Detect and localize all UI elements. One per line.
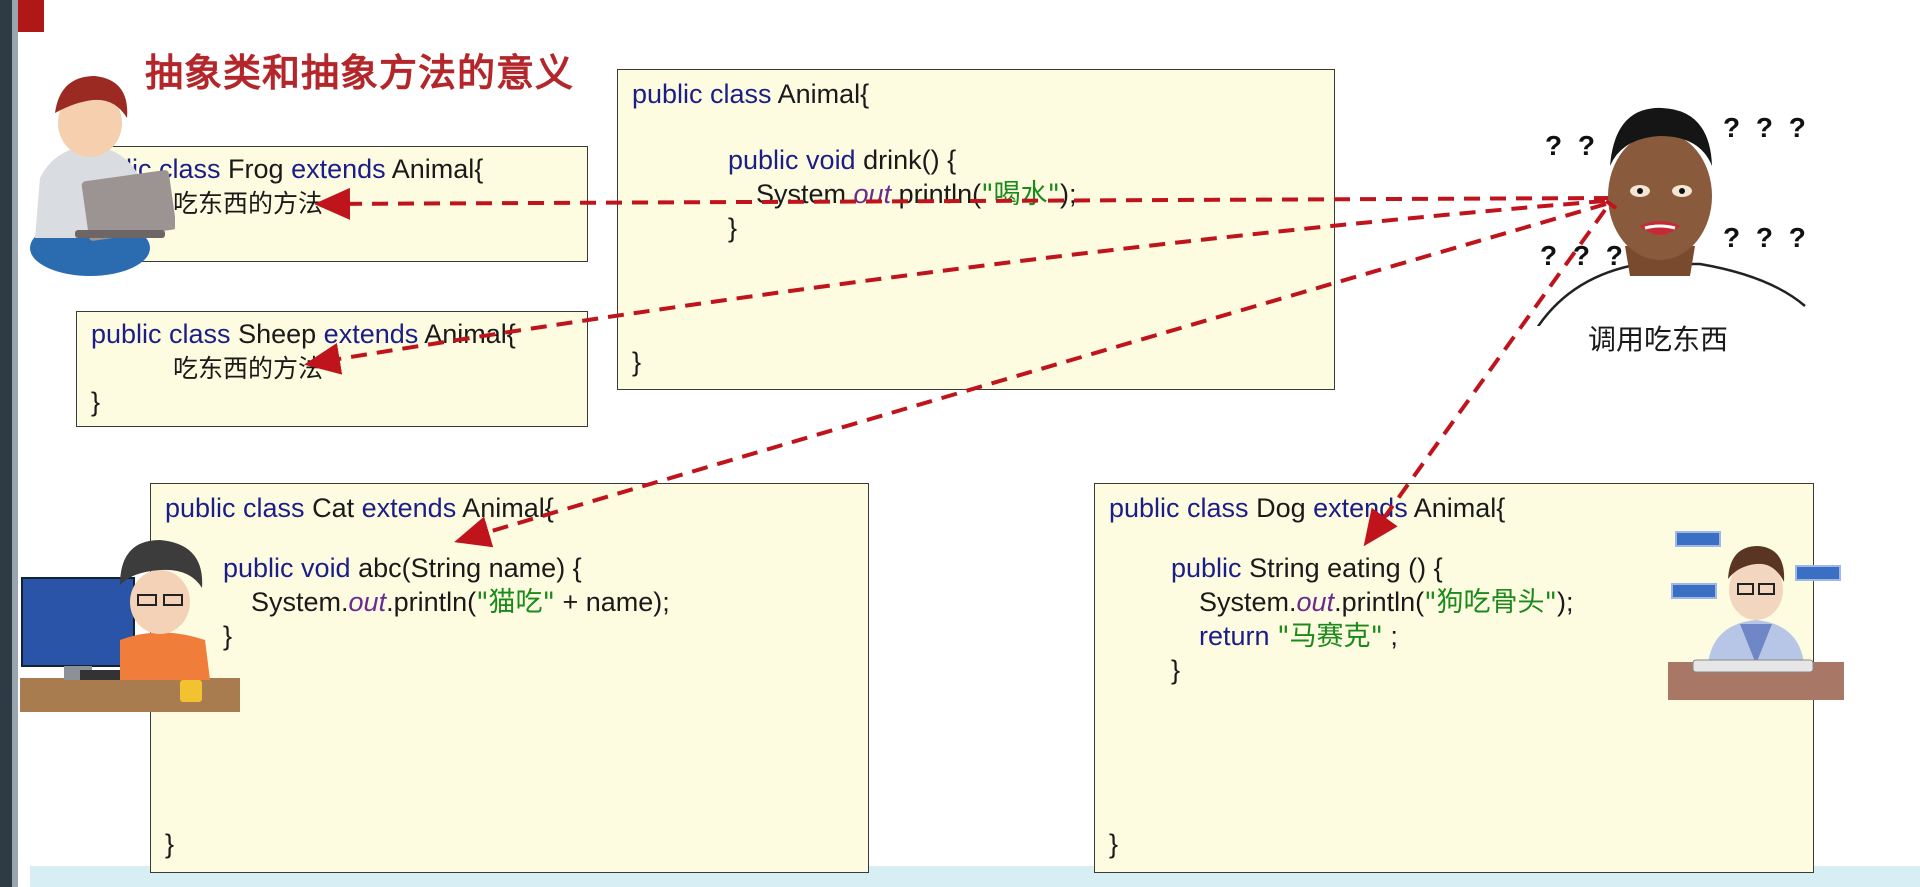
sheep-close-brace: } [91, 387, 101, 417]
frog-parent: Animal{ [391, 154, 484, 184]
method-close-brace: } [223, 621, 233, 651]
sheep-keyword: public class [91, 319, 231, 349]
animal-keyword: public class [632, 79, 772, 109]
student-laptop-illustration [30, 76, 175, 276]
system-text: System. [756, 179, 854, 209]
dog-line-6: } [1109, 828, 1118, 861]
animal-line-2: public void drink() { [728, 144, 956, 177]
method-close-brace: } [1171, 655, 1181, 685]
return-keyword: return [1199, 621, 1270, 651]
cat-line-4: } [223, 620, 232, 653]
arrow-to-sheep [304, 199, 1606, 375]
sheep-line-3: } [91, 386, 100, 419]
class-close-brace: } [632, 347, 642, 377]
return-string: "马赛克" [1277, 621, 1383, 652]
slide-title: 抽象类和抽象方法的意义 [145, 51, 575, 95]
animal-line-5: } [632, 346, 641, 379]
question-marks-3: ? ? ? [1723, 222, 1810, 253]
dog-parent: Animal{ [1413, 493, 1506, 523]
sheep-line-2: 吃东西的方法 [173, 352, 323, 385]
corner-mark [18, 0, 44, 32]
office-worker-illustration [1668, 531, 1844, 700]
caller-caption: 调用吃东西 [1588, 323, 1729, 356]
frog-line-2: 吃东西的方法 [173, 187, 323, 220]
cat-line-2: public void abc(String name) { [223, 552, 582, 585]
cat-line-3: System.out.println("猫吃" + name); [251, 586, 670, 619]
system-text: System. [1199, 587, 1297, 617]
sheep-class-box: public class Sheep extends Animal{ 吃东西的方… [76, 311, 588, 427]
arrow-to-dog [1363, 208, 1607, 547]
println-text: .println( [891, 179, 982, 209]
sheep-eat-method: 吃东西的方法 [173, 354, 324, 383]
left-window-edge [0, 0, 18, 887]
arrow-to-frog [314, 187, 1611, 220]
animal-class-name: Animal{ [777, 79, 870, 109]
class-close-brace: } [165, 829, 175, 859]
abc-keyword: public void [223, 553, 351, 583]
frog-class-name: Frog [228, 154, 284, 184]
question-marks-1: ? ? [1545, 130, 1599, 161]
drink-signature: drink() { [863, 145, 957, 175]
cat-extends: extends [361, 493, 457, 523]
question-marks-4: ? ? ? [1540, 240, 1627, 271]
frog-line-1: blic class Frog extends Animal{ [111, 153, 483, 186]
cat-class-name: Cat [312, 493, 355, 523]
animal-class-box: public class Animal{ public void drink()… [617, 69, 1335, 390]
dog-line-2: public String eating () { [1171, 552, 1443, 585]
confused-man-illustration [1536, 107, 1806, 326]
programmer-monitor-illustration [20, 540, 240, 712]
eating-keyword: public [1171, 553, 1242, 583]
println-text: .println( [1334, 587, 1425, 617]
frog-eat-method: 吃东西的方法 [173, 189, 324, 218]
cat-string: "猫吃" [476, 587, 555, 618]
close-paren: ); [1059, 179, 1077, 209]
method-close-brace: } [728, 213, 738, 243]
animal-line-1: public class Animal{ [632, 78, 869, 111]
out-field: out [1296, 587, 1335, 617]
dog-line-5: } [1171, 654, 1180, 687]
dog-class-name: Dog [1256, 493, 1306, 523]
animal-line-4: } [728, 212, 737, 245]
plus-operator: + [562, 587, 579, 617]
println-text: .println( [386, 587, 477, 617]
abc-signature: abc(String name) { [358, 553, 582, 583]
dog-keyword: public class [1109, 493, 1249, 523]
left-window-edge-highlight [12, 0, 18, 887]
cat-class-box: public class Cat extends Animal{ public … [150, 483, 869, 873]
drink-keyword: public void [728, 145, 856, 175]
cat-line-5: } [165, 828, 174, 861]
close-paren: ); [1556, 587, 1574, 617]
eating-signature: String eating () { [1249, 553, 1443, 583]
frog-extends: extends [291, 154, 386, 184]
semicolon: ; [1390, 621, 1398, 651]
out-field: out [348, 587, 387, 617]
cat-keyword: public class [165, 493, 305, 523]
dog-string: "狗吃骨头" [1424, 587, 1557, 618]
question-marks-2: ? ? ? [1723, 112, 1810, 143]
dog-line-3: System.out.println("狗吃骨头"); [1199, 586, 1573, 619]
drink-string: "喝水" [981, 179, 1060, 210]
arrow-to-cat [454, 202, 1607, 548]
class-close-brace: } [1109, 829, 1119, 859]
dog-line-4: return "马赛克" ; [1199, 620, 1398, 653]
dog-line-1: public class Dog extends Animal{ [1109, 492, 1505, 525]
animal-line-3: System.out.println("喝水"); [756, 178, 1076, 211]
out-field: out [853, 179, 892, 209]
system-text: System. [251, 587, 349, 617]
name-arg: name); [585, 587, 670, 617]
sheep-class-name: Sheep [238, 319, 317, 349]
